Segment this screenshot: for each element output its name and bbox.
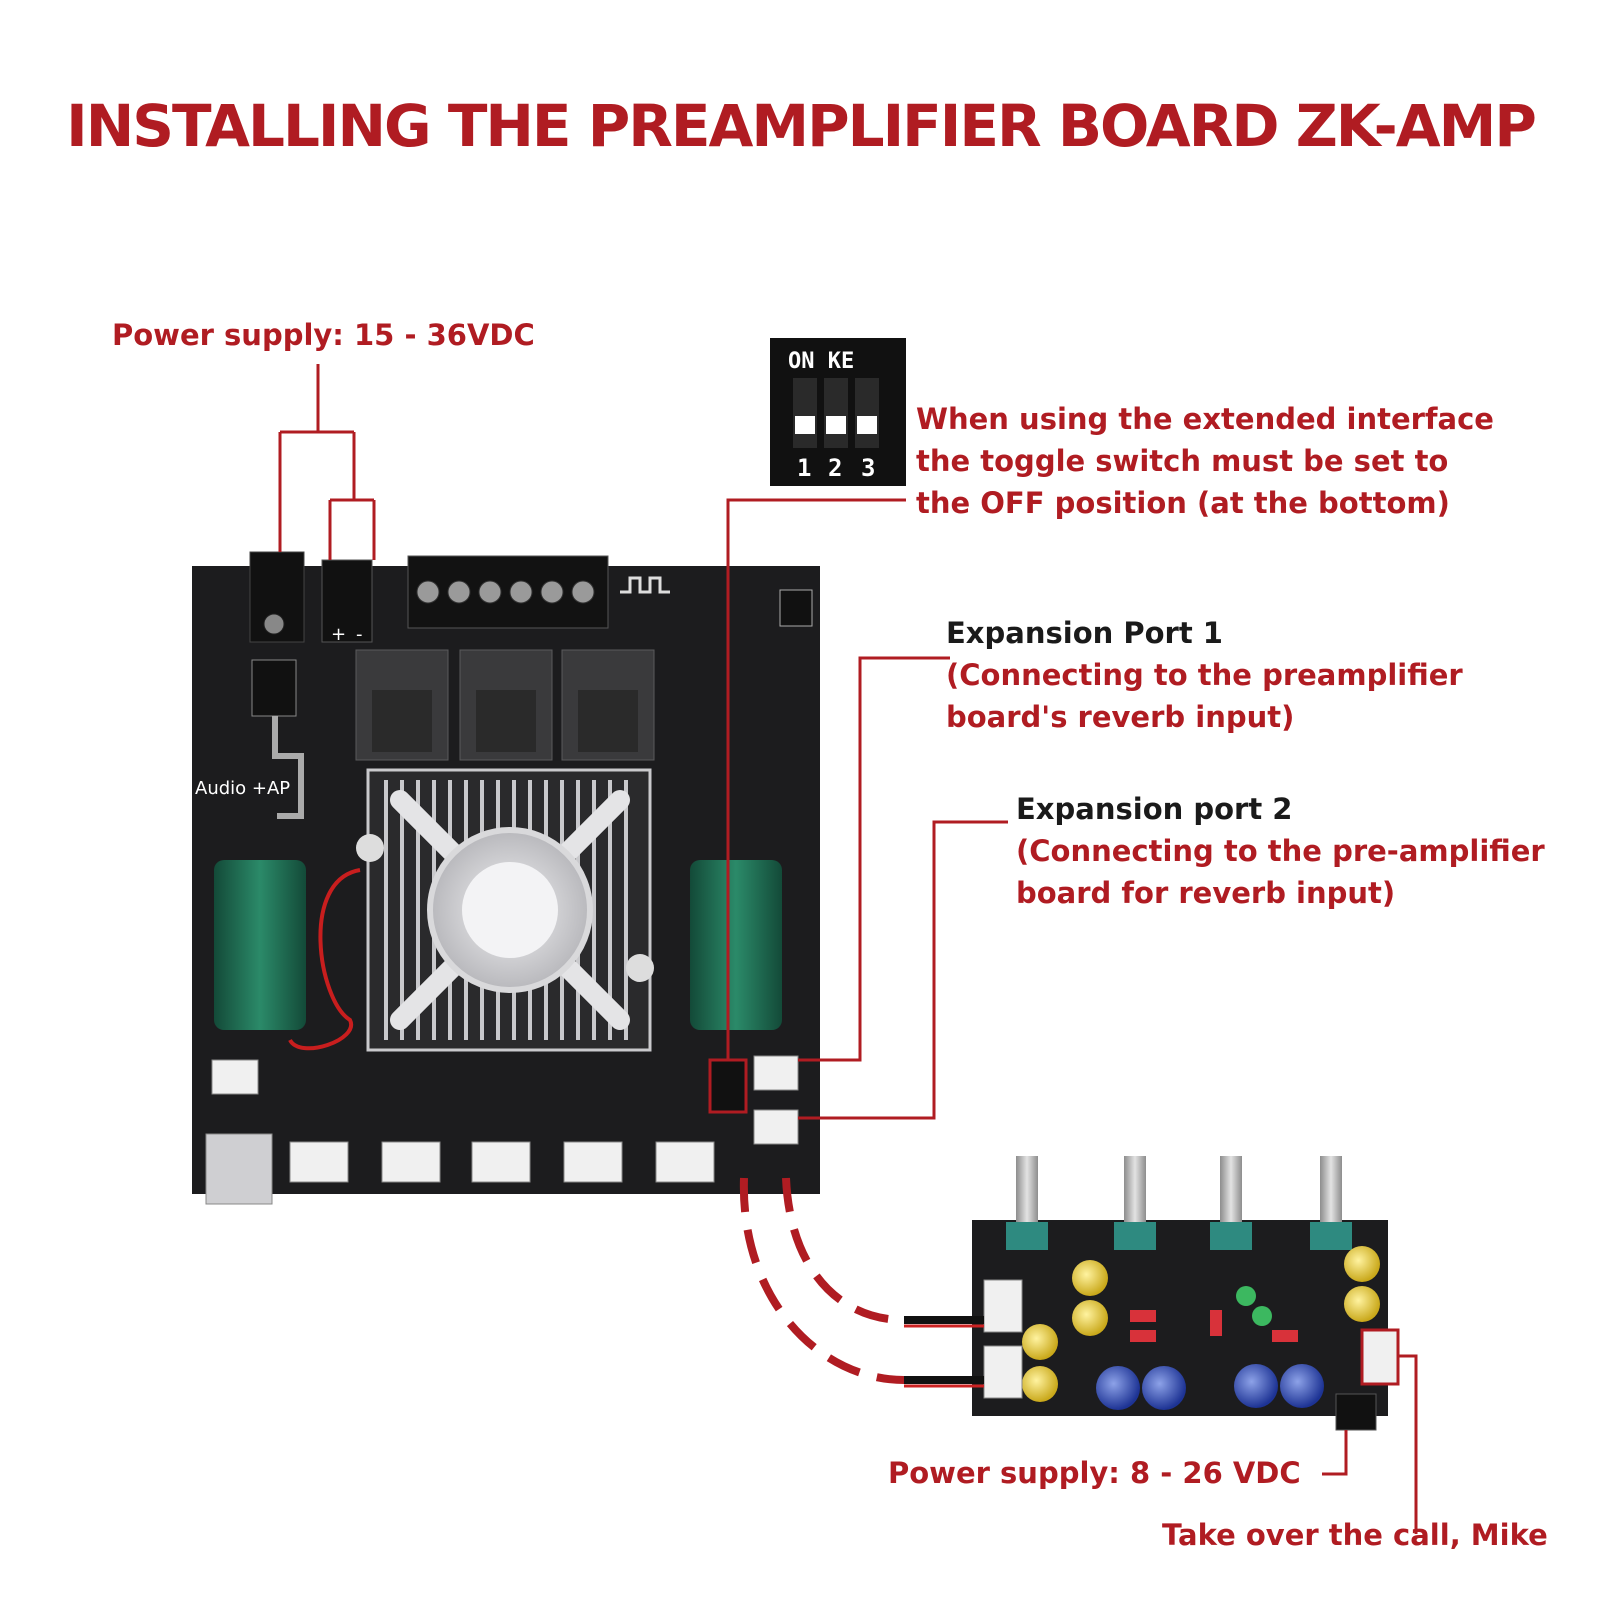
preamp-resistors — [1130, 1310, 1298, 1342]
svg-text:2: 2 — [828, 454, 842, 482]
filter-capacitors — [214, 860, 782, 1030]
mic-connector — [1360, 1328, 1400, 1386]
inductors — [355, 649, 655, 761]
svg-text:3: 3 — [861, 454, 875, 482]
preamp-input-2 — [983, 1345, 1023, 1399]
callout-lines — [278, 364, 1418, 1534]
svg-text:+: + — [331, 624, 346, 645]
heatsink-fan — [356, 768, 654, 1052]
audio-ap-silkscreen: Audio +AP — [195, 778, 290, 799]
bottom-connectors — [211, 1055, 799, 1183]
svg-text:-: - — [356, 624, 363, 645]
power-terminal — [321, 559, 373, 643]
preamp-power-terminal — [1335, 1393, 1377, 1431]
expansion-port-1-label: Expansion Port 1 (Connecting to the prea… — [946, 616, 1463, 734]
power-supply-main-label: Power supply: 15 - 36VDC — [112, 318, 535, 352]
potentiometers — [1006, 1156, 1352, 1250]
expansion-port-2-label: Expansion port 2 (Connecting to the pre-… — [1016, 792, 1545, 910]
power-supply-preamp-label: Power supply: 8 - 26 VDC — [888, 1456, 1301, 1490]
dashed-cables — [739, 1177, 905, 1384]
usb-port — [205, 1133, 273, 1205]
preamp-input-1 — [983, 1279, 1023, 1333]
dip-switch: ON KE 1 2 3 — [770, 338, 906, 486]
preamp-board — [904, 1156, 1400, 1431]
amplifier-board: Audio +AP + - — [192, 551, 820, 1205]
mic-label: Take over the call, Mike — [1162, 1518, 1548, 1552]
toggle-note: When using the extended interface the to… — [916, 402, 1494, 520]
expansion-header — [708, 1058, 748, 1114]
dip-header: ON KE — [788, 349, 854, 374]
svg-text:1: 1 — [797, 454, 811, 482]
page-title: INSTALLING THE PREAMPLIFIER BOARD ZK-AMP — [66, 92, 1537, 160]
preamp-capacitors — [1022, 1246, 1380, 1410]
